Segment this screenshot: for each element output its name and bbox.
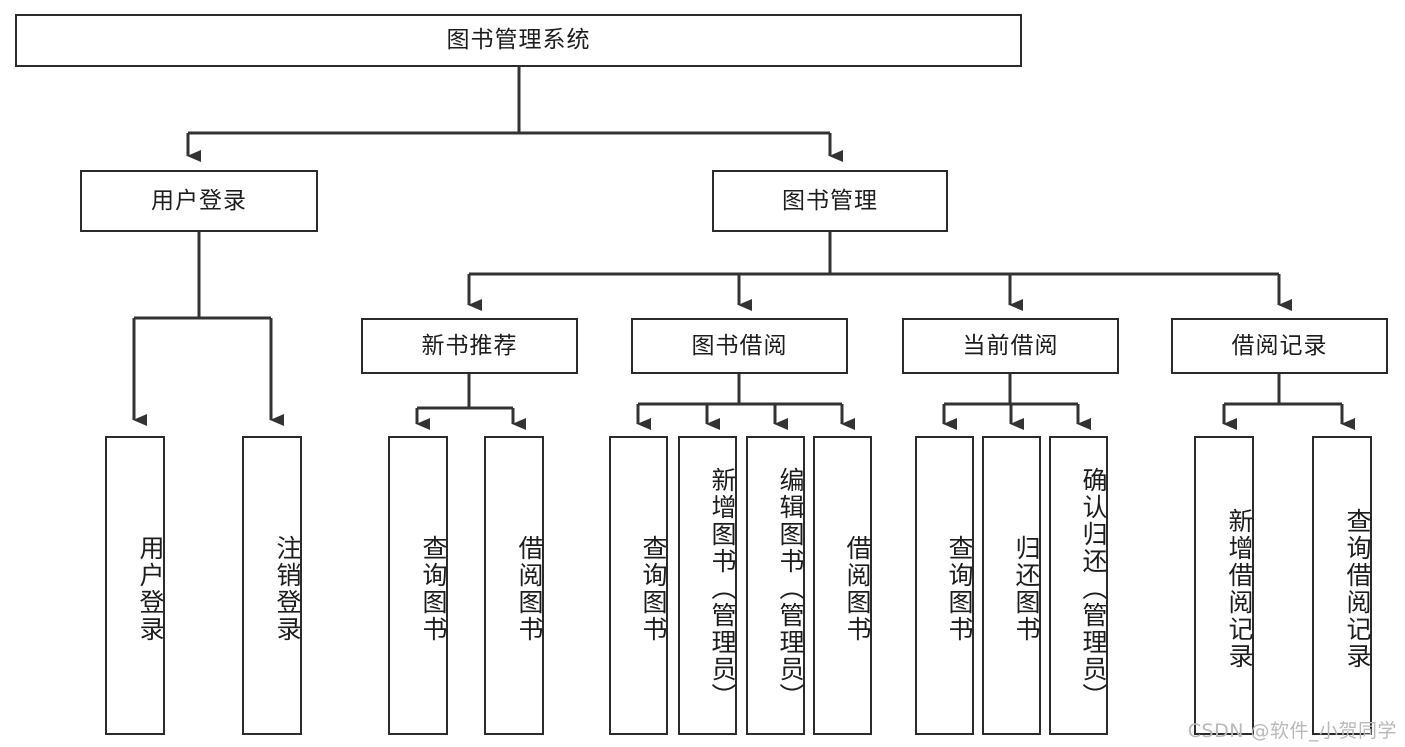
- new-book-connectors: [415, 374, 526, 430]
- root-connectors: [186, 67, 843, 162]
- leaf-new-book-borrow[interactable]: 借阅图书: [484, 436, 544, 735]
- leaf-current-query-book[interactable]: 查询图书: [915, 436, 974, 735]
- user-login-connectors: [132, 232, 284, 426]
- node-user-login[interactable]: 用户登录: [80, 170, 318, 232]
- leaf-label: 查询图书: [419, 534, 448, 643]
- leaf-borrow-query-book[interactable]: 查询图书: [609, 436, 668, 735]
- leaf-current-return-book[interactable]: 归还图书: [982, 436, 1041, 735]
- book-borrow-connectors: [636, 374, 855, 430]
- node-book-management[interactable]: 图书管理: [712, 170, 948, 232]
- current-borrow-connectors: [942, 374, 1091, 430]
- leaf-label: 查询图书: [639, 534, 668, 643]
- leaf-label: 借阅图书: [515, 534, 544, 643]
- leaf-label: 编辑图书（管理员）: [776, 467, 805, 710]
- leaf-current-confirm-return-admin[interactable]: 确认归还（管理员）: [1049, 436, 1108, 735]
- leaf-record-add-record[interactable]: 新增借阅记录: [1194, 436, 1254, 735]
- node-root-system[interactable]: 图书管理系统: [15, 14, 1022, 67]
- node-book-borrow[interactable]: 图书借阅: [631, 318, 848, 374]
- leaf-borrow-edit-book-admin[interactable]: 编辑图书（管理员）: [746, 436, 805, 735]
- leaf-user-login-login[interactable]: 用户登录: [105, 436, 165, 735]
- node-new-book-recommend[interactable]: 新书推荐: [361, 318, 578, 374]
- leaf-label: 归还图书: [1012, 534, 1041, 643]
- leaf-label: 用户登录: [136, 534, 165, 643]
- leaf-user-login-logout[interactable]: 注销登录: [242, 436, 302, 735]
- leaf-label: 借阅图书: [843, 534, 872, 643]
- leaf-borrow-borrow-book[interactable]: 借阅图书: [813, 436, 872, 735]
- leaf-new-book-query[interactable]: 查询图书: [388, 436, 448, 735]
- leaf-borrow-add-book-admin[interactable]: 新增图书（管理员）: [678, 436, 737, 735]
- book-manage-connectors: [467, 232, 1292, 311]
- leaf-label: 查询图书: [945, 534, 974, 643]
- node-current-borrow[interactable]: 当前借阅: [902, 318, 1119, 374]
- leaf-label: 新增图书（管理员）: [708, 467, 737, 710]
- borrow-record-connectors: [1222, 374, 1355, 430]
- leaf-label: 注销登录: [273, 534, 302, 643]
- leaf-record-query-record[interactable]: 查询借阅记录: [1312, 436, 1372, 735]
- leaf-label: 新增借阅记录: [1225, 507, 1254, 670]
- csdn-watermark: CSDN @软件_小贺同学: [1187, 720, 1397, 742]
- leaf-label: 确认归还（管理员）: [1079, 467, 1108, 710]
- leaf-label: 查询借阅记录: [1343, 507, 1372, 670]
- node-borrow-record[interactable]: 借阅记录: [1171, 318, 1388, 374]
